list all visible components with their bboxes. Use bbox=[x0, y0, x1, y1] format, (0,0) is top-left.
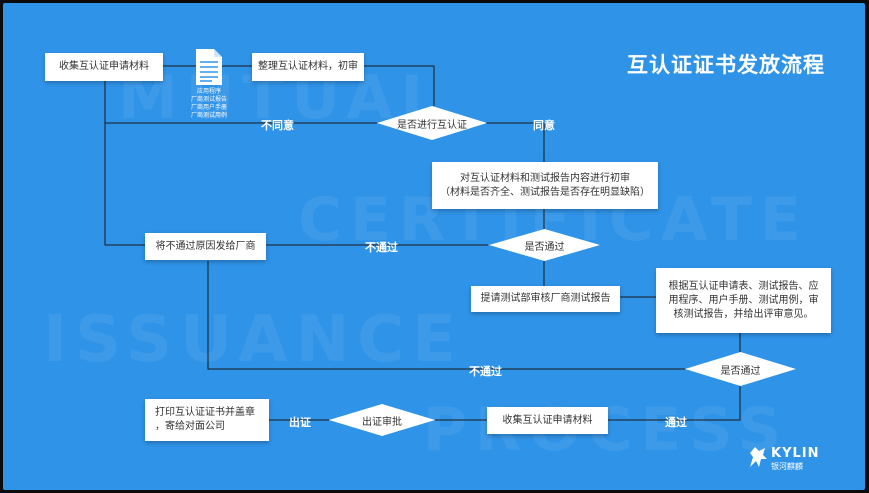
line-decide-to-agree bbox=[486, 122, 545, 162]
label-issue: 出证 bbox=[289, 416, 311, 429]
decision-approval: 出证审批 bbox=[329, 404, 435, 436]
logo-subtitle: 银河麒麟 bbox=[771, 462, 803, 471]
node-organize-review: 整理互认证材料，初审 bbox=[252, 53, 364, 81]
decision-cert: 是否进行互认证 bbox=[377, 106, 487, 140]
document-caption: 应用程序 厂商测试报告 厂商用户手册 厂商测试用例 bbox=[190, 88, 227, 119]
node-collect-materials: 收集互认证申请材料 bbox=[45, 53, 163, 81]
node-collect-materials-2: 收集互认证申请材料 bbox=[487, 407, 608, 434]
node-preliminary-review: 对互认证材料和测试报告内容进行初审 （材料是否齐全、测试报告是否存在明显缺陷） bbox=[432, 162, 658, 209]
line-collect-down bbox=[104, 81, 145, 246]
line-organize-to-decide bbox=[363, 65, 435, 106]
kylin-logo-icon bbox=[750, 447, 767, 467]
label-fail-1: 不通过 bbox=[365, 241, 398, 254]
line-pass2-down bbox=[608, 386, 741, 421]
page-title: 互认证证书发放流程 bbox=[627, 53, 825, 77]
decision-pass-1: 是否通过 bbox=[489, 229, 600, 261]
label-pass: 通过 bbox=[665, 416, 687, 429]
label-disagree: 不同意 bbox=[261, 119, 294, 132]
logo-name: KYLIN bbox=[771, 446, 820, 461]
watermark-issuance: ISSUANCE bbox=[43, 303, 464, 377]
node-print-cert: 打印互认证证书并盖章 ，寄给对面公司 bbox=[145, 399, 269, 441]
node-test-review: 根据互认证申请表、测试报告、应 用程序、用户手册、测试用例，审 核测试报告，并给… bbox=[656, 268, 831, 333]
decision-pass-2: 是否通过 bbox=[685, 352, 796, 386]
document-icon bbox=[196, 49, 222, 85]
label-agree: 同意 bbox=[533, 119, 555, 132]
line-pass2-fail bbox=[207, 261, 685, 370]
label-fail-2: 不通过 bbox=[469, 365, 502, 378]
node-send-reason: 将不通过原因发给厂商 bbox=[145, 233, 266, 260]
node-submit-test: 提请测试部审核厂商测试报告 bbox=[471, 286, 620, 312]
flowchart-slide: MUTUAL CERTIFICATE ISSUANCE PROCESS 互认证证… bbox=[3, 3, 865, 490]
